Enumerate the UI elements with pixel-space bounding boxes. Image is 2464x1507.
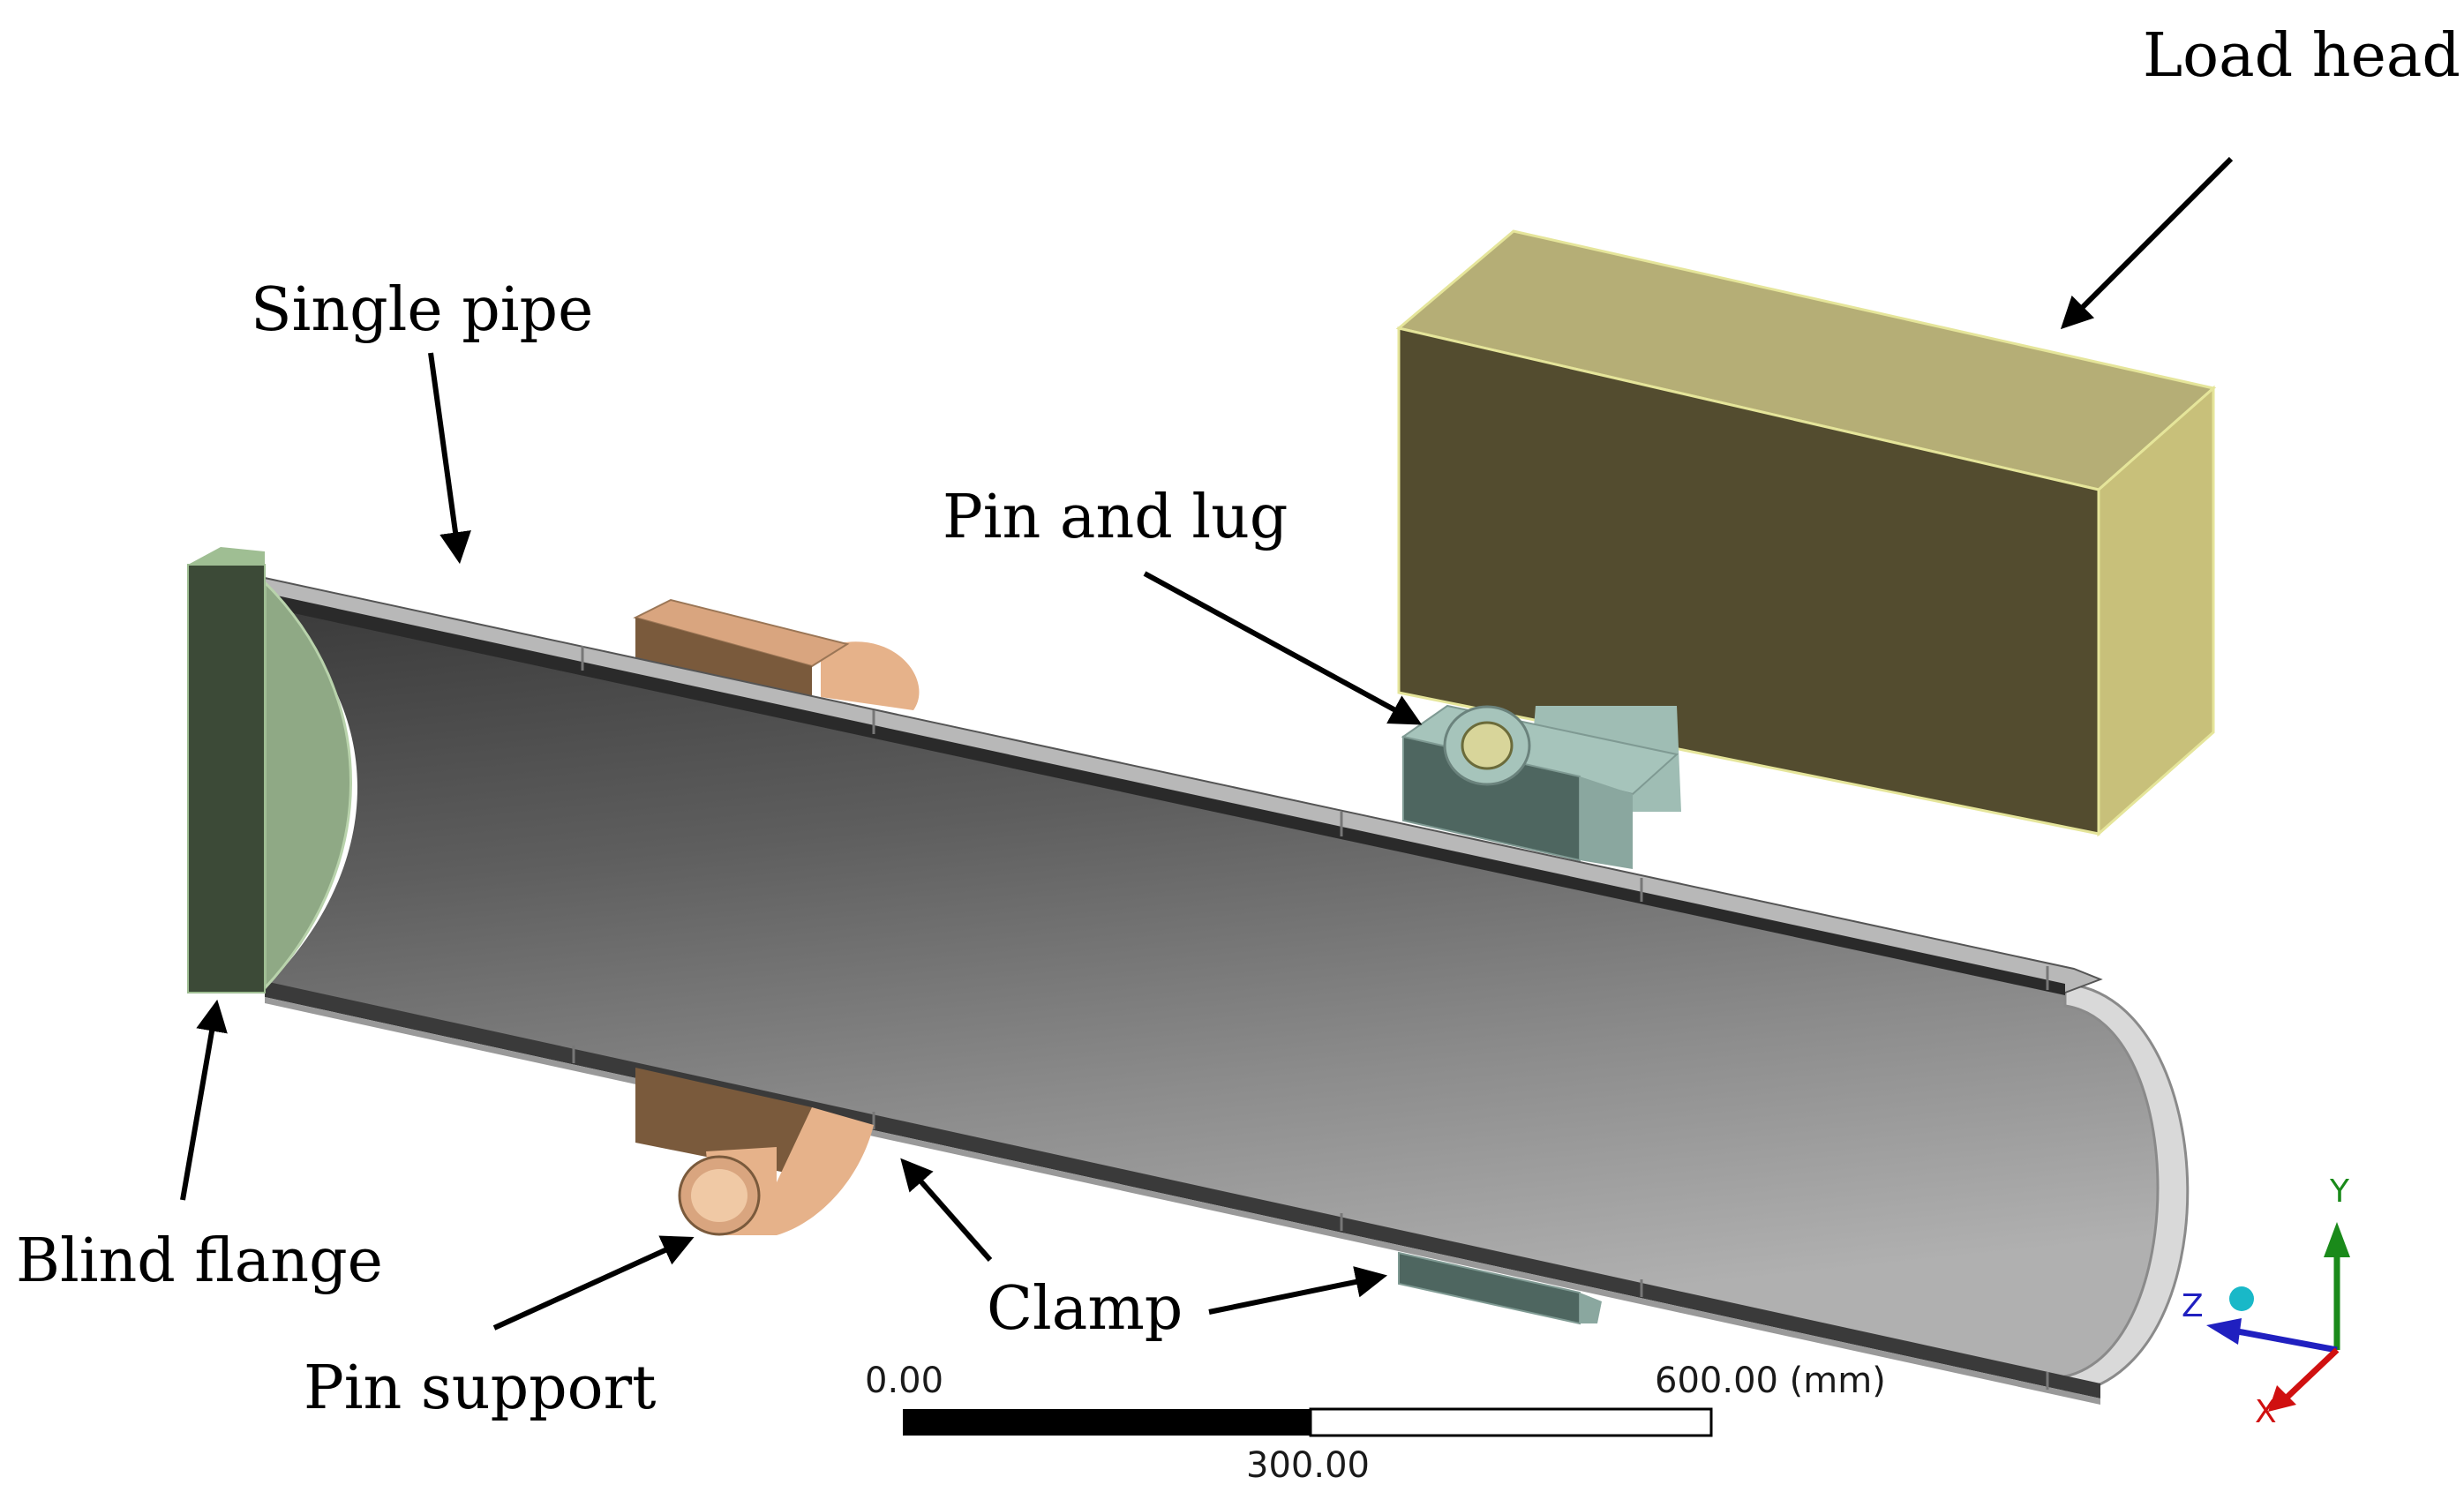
pin-support-cylinder-top xyxy=(821,641,920,710)
pipe-segment-seams xyxy=(572,646,2049,1390)
arrow-single-pipe xyxy=(428,352,471,565)
clamp-bottom-side xyxy=(1580,1293,1602,1323)
axis-y-arrow xyxy=(2324,1222,2350,1257)
label-blind-flange: Blind flange xyxy=(16,1226,383,1296)
label-single-pipe: Single pipe xyxy=(251,275,594,345)
pin-support-top-part xyxy=(633,598,920,710)
arrow-clamp xyxy=(900,1158,993,1262)
pipe-inner-surface xyxy=(265,600,2164,1385)
pin-support-block-front xyxy=(635,618,812,697)
lug-side xyxy=(1580,776,1633,869)
scale-start-label: 0.00 xyxy=(865,1361,944,1401)
label-pin-support: Pin support xyxy=(304,1353,657,1423)
arrow-load-head xyxy=(2060,156,2234,330)
arrow-clamp-bottom xyxy=(1208,1266,1388,1315)
axis-x-label: X xyxy=(2255,1394,2277,1430)
scale-end-label: 600.00 (mm) xyxy=(1655,1361,1886,1401)
label-clamp: Clamp xyxy=(987,1274,1183,1344)
pin-support xyxy=(635,1068,874,1236)
axis-y-label: Y xyxy=(2329,1173,2350,1210)
callout-arrows xyxy=(180,156,2234,1331)
pipe-top-wall-edge xyxy=(265,593,2065,995)
axis-x-line xyxy=(2283,1347,2340,1401)
scale-mid-label: 300.00 xyxy=(1246,1445,1370,1486)
scale-bar xyxy=(903,1407,1713,1437)
axis-triad: Y Z X xyxy=(2182,1173,2350,1430)
flange-front xyxy=(187,564,266,993)
pin-and-lug xyxy=(1401,704,1681,869)
scale-bar-black xyxy=(903,1409,1311,1436)
blind-flange xyxy=(187,547,352,993)
axis-x-arrow xyxy=(2268,1385,2296,1412)
flange-inner-face xyxy=(263,579,352,992)
axis-z-line xyxy=(2232,1327,2338,1353)
axis-z-arrow xyxy=(2206,1318,2242,1345)
scale-bar-white xyxy=(1309,1407,1713,1437)
pin-support-pin-face xyxy=(691,1169,747,1222)
pin-end xyxy=(1461,721,1514,770)
axis-z-label: Z xyxy=(2182,1288,2204,1324)
label-pin-and-lug: Pin and lug xyxy=(943,483,1288,552)
arrow-pin-and-lug xyxy=(1143,571,1423,725)
axis-origin-sphere xyxy=(2229,1286,2254,1311)
label-load-head: Load head xyxy=(2143,21,2460,91)
arrow-blind-flange xyxy=(180,999,228,1201)
arrow-pin-support xyxy=(492,1235,695,1331)
pin-support-bottom-curve xyxy=(777,1107,874,1235)
clamp-bottom xyxy=(1398,1251,1602,1325)
